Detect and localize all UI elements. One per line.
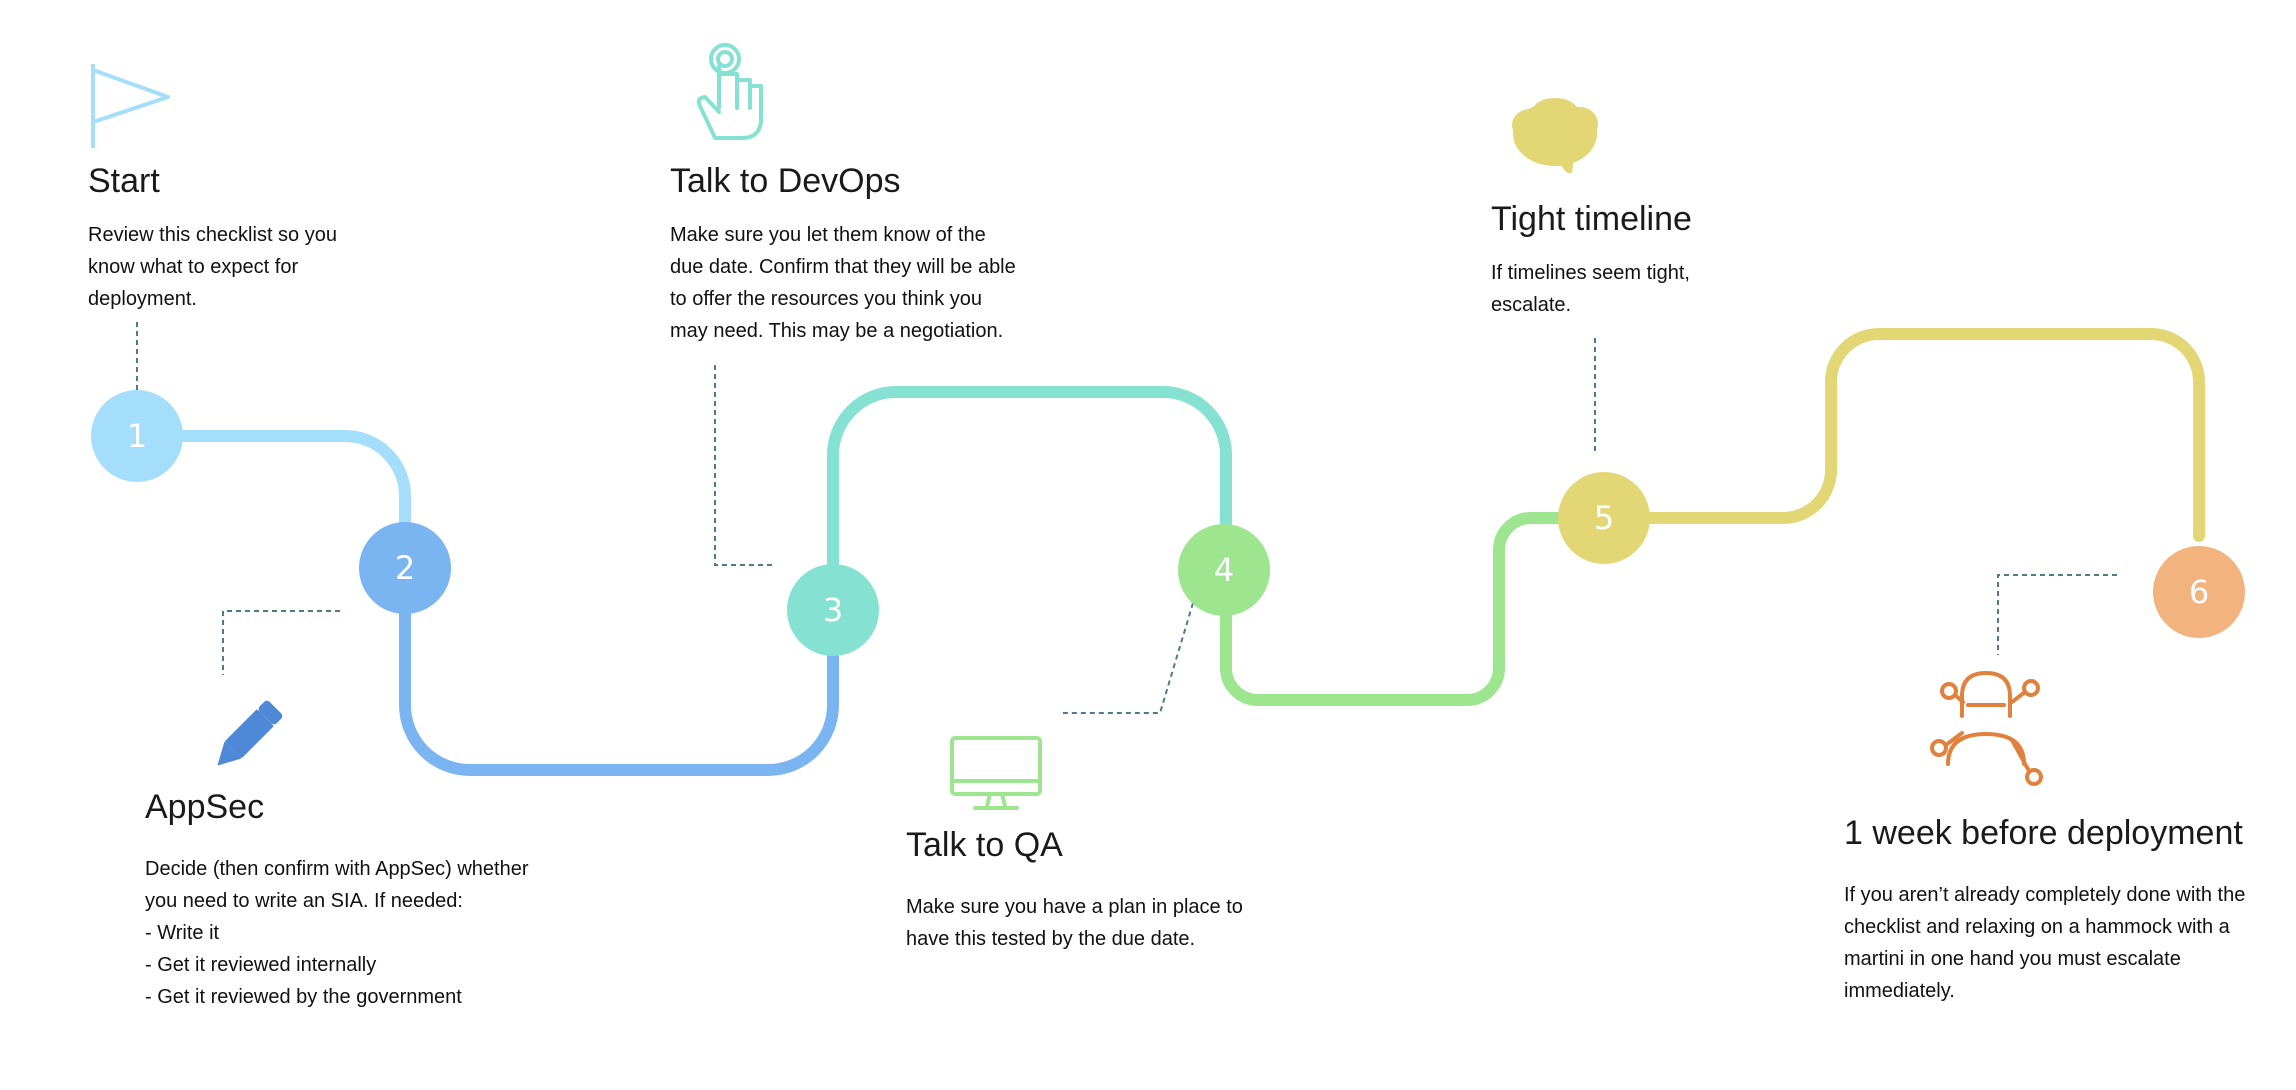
- step-number: 3: [823, 591, 843, 629]
- description-line: checklist and relaxing on a hammock with…: [1844, 916, 2230, 938]
- step-marker-2: 2: [359, 522, 451, 614]
- flag-icon: [91, 64, 170, 148]
- description-line: Decide (then confirm with AppSec) whethe…: [145, 858, 529, 880]
- description-line: If you aren’t already completely done wi…: [1844, 884, 2246, 906]
- description-line: deployment.: [88, 288, 197, 310]
- description-line: escalate.: [1491, 294, 1572, 316]
- step-3-info: Talk to DevOps Make sure you let them kn…: [670, 162, 1016, 347]
- step-description: Make sure you have a plan in place to ha…: [906, 891, 1243, 955]
- step-title: Start: [88, 162, 160, 200]
- path-segment-4-5: [1220, 512, 1616, 706]
- step-marker-1: 1: [91, 390, 183, 482]
- monitor-icon: [950, 736, 1042, 810]
- step-description: Review this checklist so you know what t…: [88, 219, 337, 315]
- path-segment-2-3: [399, 566, 839, 776]
- step-marker-3: 3: [787, 564, 879, 656]
- tap-hand-icon: [696, 43, 763, 140]
- step-marker-6: 6: [2153, 546, 2245, 638]
- description-line: Review this checklist so you: [88, 224, 337, 246]
- description-line: If timelines seem tight,: [1491, 262, 1690, 284]
- step-description: Decide (then confirm with AppSec) whethe…: [145, 853, 529, 1013]
- step-marker-5: 5: [1558, 472, 1650, 564]
- description-line: due date. Confirm that they will be able: [670, 256, 1016, 278]
- description-line: may need. This may be a negotiation.: [670, 320, 1004, 342]
- description-line: Make sure you have a plan in place to: [906, 896, 1243, 918]
- description-line: martini in one hand you must escalate: [1844, 948, 2181, 970]
- step-5-info: Tight timeline If timelines seem tight, …: [1491, 200, 1692, 321]
- step-marker-4: 4: [1178, 524, 1270, 616]
- description-line: you need to write an SIA. If needed:: [145, 890, 463, 912]
- connector-step-6: [1997, 574, 2117, 655]
- pencil-icon: [217, 700, 283, 766]
- description-line: - Write it: [145, 922, 220, 944]
- description-line: - Get it reviewed internally: [145, 954, 377, 976]
- step-number: 6: [2189, 573, 2209, 611]
- description-line: - Get it reviewed by the government: [145, 986, 462, 1008]
- connector-step-2: [222, 610, 340, 675]
- step-title: Tight timeline: [1491, 200, 1692, 238]
- step-number: 1: [127, 417, 147, 455]
- description-line: Make sure you let them know of the: [670, 224, 986, 246]
- step-1-info: Start Review this checklist so you know …: [88, 162, 337, 315]
- step-description: If timelines seem tight, escalate.: [1491, 257, 1692, 321]
- step-2-info: AppSec Decide (then confirm with AppSec)…: [145, 788, 529, 1013]
- step-title: AppSec: [145, 788, 265, 826]
- description-line: have this tested by the due date.: [906, 928, 1196, 950]
- step-number: 5: [1594, 499, 1614, 537]
- step-description: If you aren’t already completely done wi…: [1844, 879, 2245, 1007]
- brain-icon: [1512, 98, 1598, 174]
- step-6-info: 1 week before deployment If you aren’t a…: [1844, 814, 2245, 1007]
- step-number: 4: [1214, 551, 1234, 589]
- path-segment-3-4: [827, 386, 1232, 618]
- step-title: 1 week before deployment: [1844, 814, 2243, 852]
- path-segment-1-2: [131, 430, 411, 578]
- connector-step-3: [714, 365, 776, 566]
- step-4-info: Talk to QA Make sure you have a plan in …: [906, 826, 1243, 955]
- description-line: know what to expect for: [88, 256, 299, 278]
- step-title: Talk to DevOps: [670, 162, 901, 200]
- description-line: to offer the resources you think you: [670, 288, 983, 310]
- description-line: immediately.: [1844, 980, 1955, 1002]
- step-description: Make sure you let them know of the due d…: [670, 219, 1016, 347]
- path-segment-5-6: [1604, 328, 2205, 542]
- network-person-icon: [1930, 671, 2043, 786]
- connector-step-4: [1060, 602, 1194, 714]
- step-title: Talk to QA: [906, 826, 1063, 864]
- step-number: 2: [395, 549, 415, 587]
